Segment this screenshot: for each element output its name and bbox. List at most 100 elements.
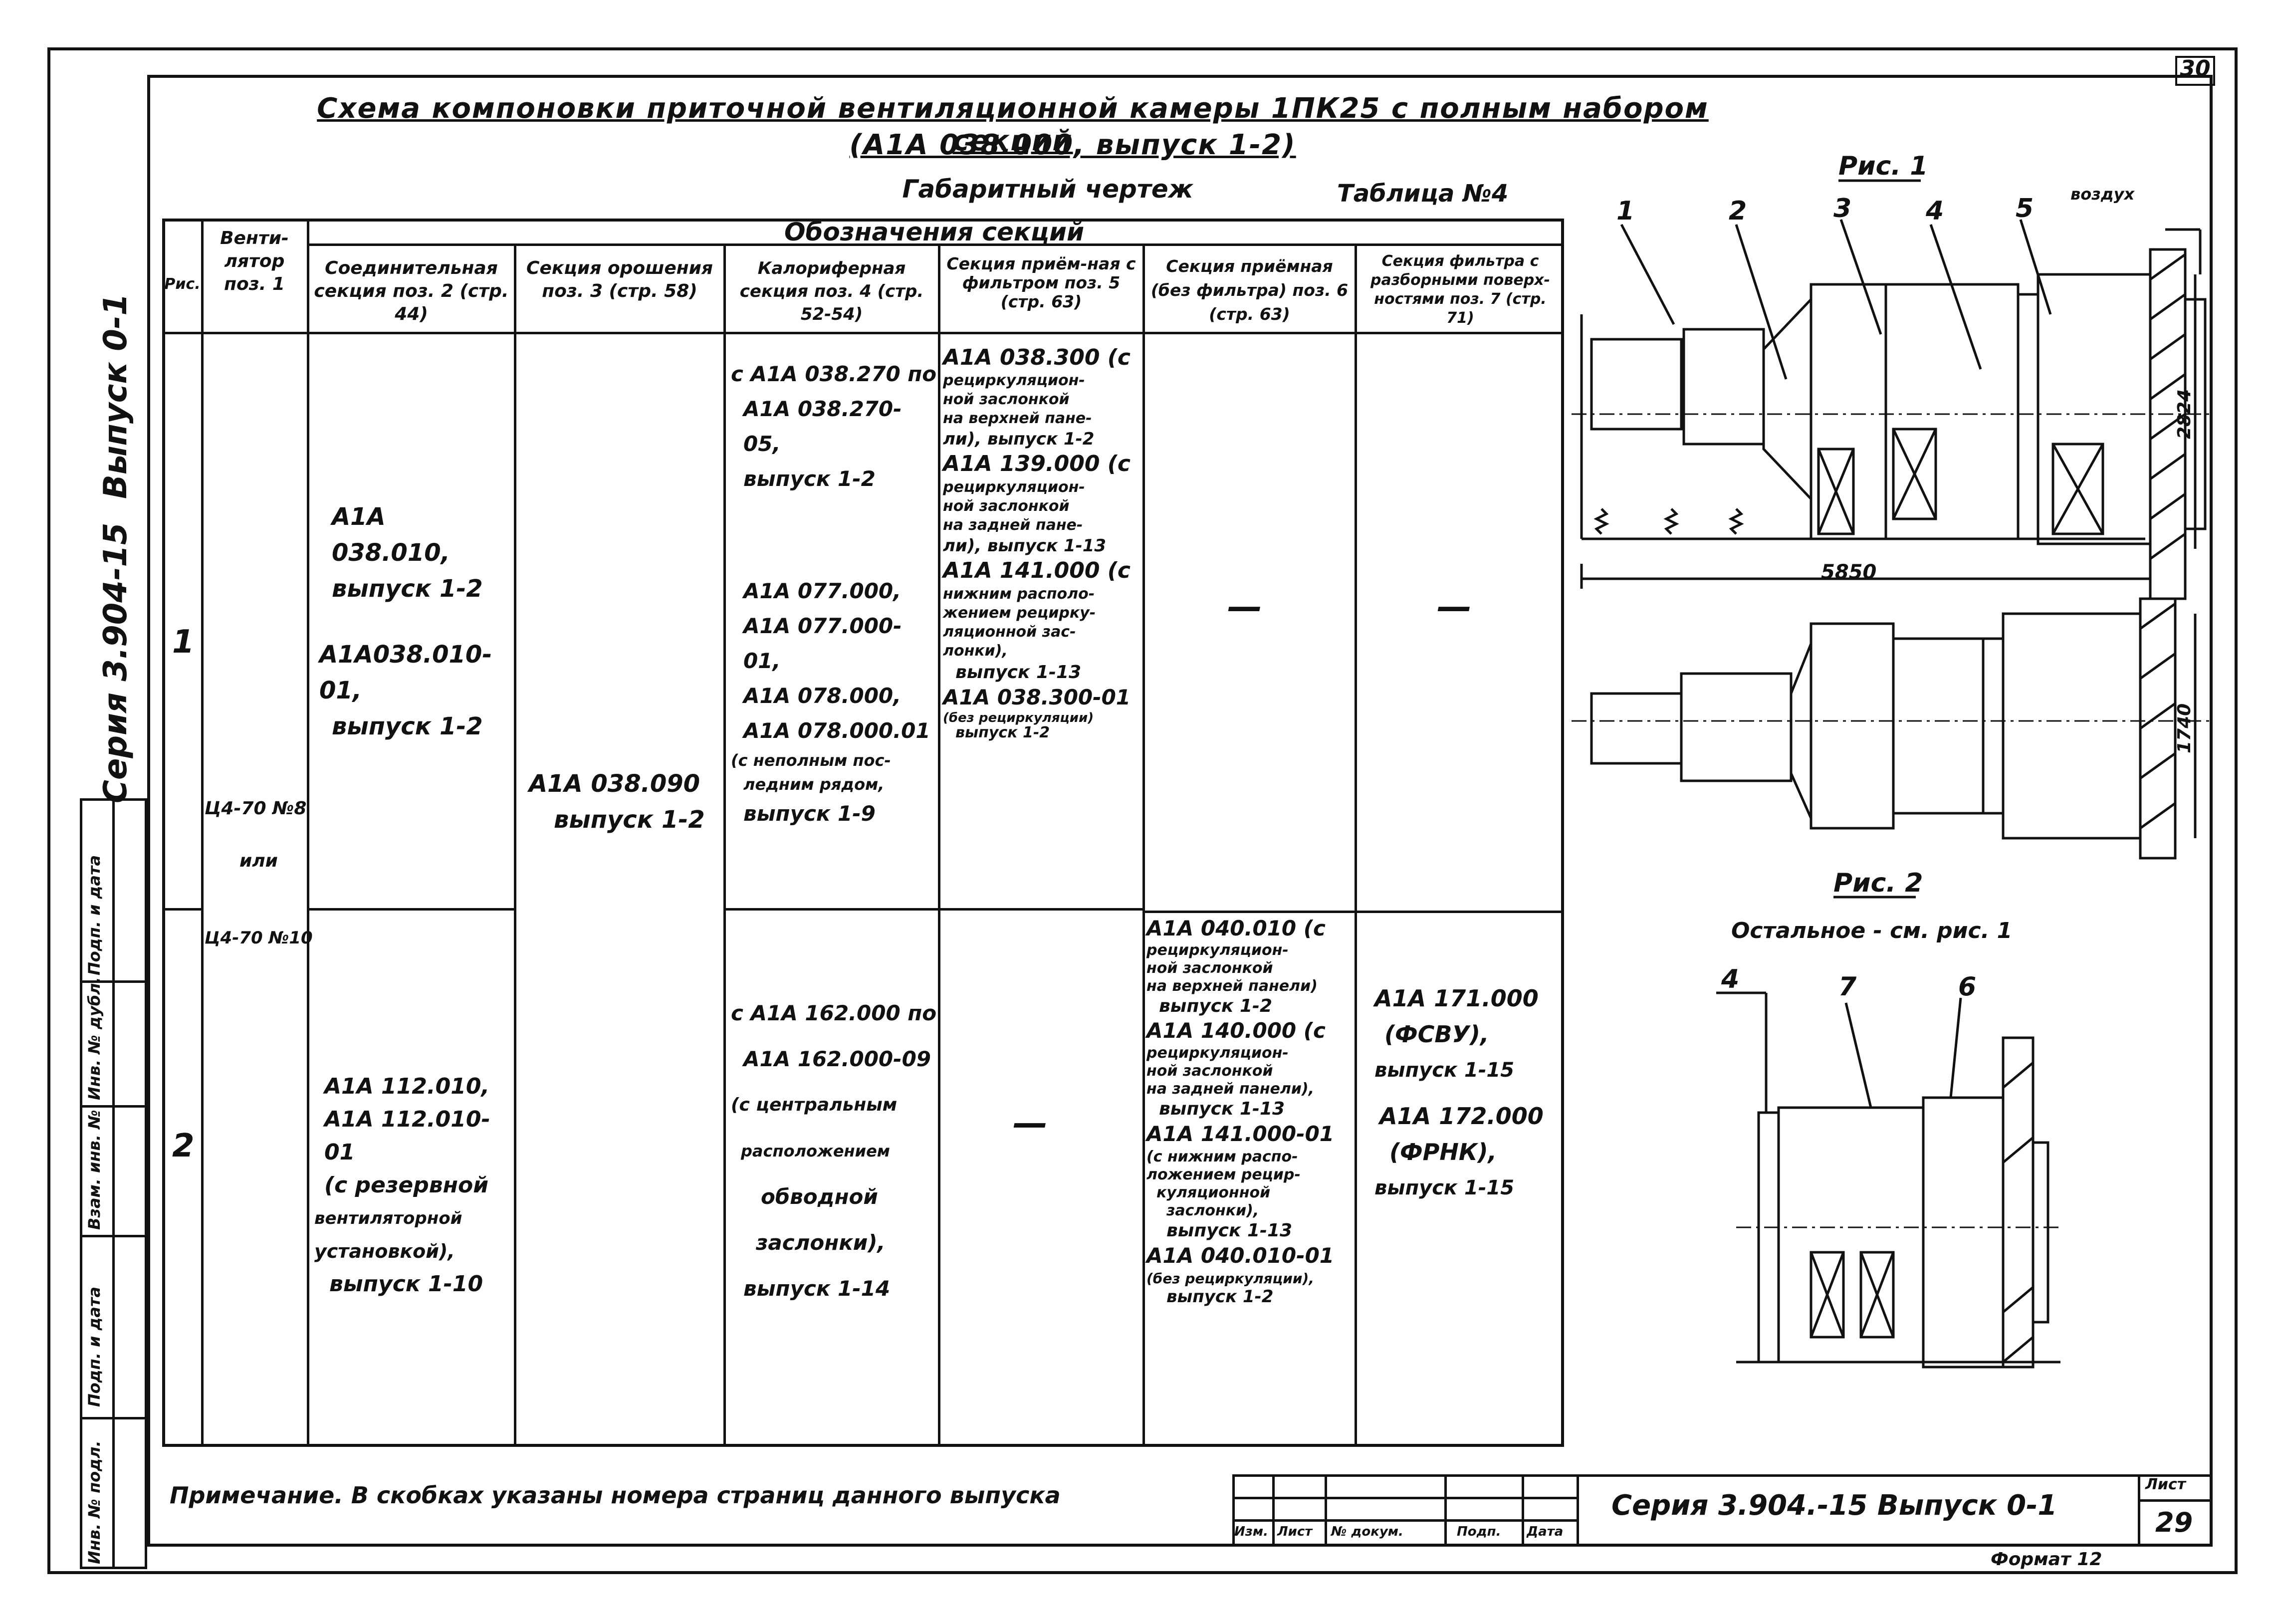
col-line xyxy=(514,243,516,1447)
fan-model-2: Ц4-70 №10 xyxy=(205,928,313,948)
fig2-section-6 xyxy=(1922,1096,2005,1369)
header-ris: Рис. xyxy=(164,275,201,293)
row2-c6-line: куляционной xyxy=(1156,1184,1271,1201)
row-line xyxy=(1142,911,1564,913)
row2-c6-line: рециркуляцион- xyxy=(1146,1044,1289,1062)
row2-c5: — xyxy=(1013,1103,1048,1144)
row1-c5-line: на верхней пане- xyxy=(943,410,1092,427)
row1-c5-line: выпуск 1-2 xyxy=(955,724,1050,741)
row1-c5-line: рециркуляцион- xyxy=(943,478,1085,496)
col-line xyxy=(1142,243,1145,1447)
stamp-col-izm: Изм. xyxy=(1234,1524,1268,1539)
fig2-label-7: 7 xyxy=(1838,972,1857,1002)
row2-ris: 2 xyxy=(172,1128,195,1164)
fan-body-rect xyxy=(1590,338,1683,431)
row2-c7-line: (ФСВУ), xyxy=(1384,1021,1489,1048)
row1-c2-line: А1А 038.010, xyxy=(332,503,450,567)
row1-c4-line: А1А 077.000, xyxy=(743,579,902,603)
row2-c2: А1А 112.010, А1А 112.010-01 (с резервной… xyxy=(314,1070,511,1301)
row2-c4-line: (с центральным xyxy=(731,1095,898,1115)
row2-c6-line: на задней панели), xyxy=(1146,1080,1315,1098)
row2-c6-line: заслонки), xyxy=(1166,1202,1259,1219)
fig2-wall xyxy=(2002,1036,2035,1369)
row1-c2-line xyxy=(319,607,511,637)
stamp-label-replace: Взам. инв. № xyxy=(85,1110,104,1230)
stamp-divider xyxy=(80,980,147,983)
fig1-drawing: Рис. 1 1 2 3 4 5 воздух 5850 2824 1740 xyxy=(1572,151,2210,860)
fig2-grille xyxy=(1810,1251,1845,1339)
fig1-label-2: 2 xyxy=(1729,196,1747,226)
row1-c5: А1А 038.300 (с рециркуляцион- ной заслон… xyxy=(943,344,1142,740)
row2-c2-line: вентиляторной xyxy=(314,1208,462,1228)
col-line xyxy=(723,243,726,1447)
row2-c6-line: (с нижним распо- xyxy=(1146,1148,1298,1165)
row1-c5-line: (без рециркуляции) xyxy=(943,710,1094,725)
row1-c4-line: ледним рядом, xyxy=(743,775,885,794)
stamp-col xyxy=(1325,1474,1327,1547)
row1-c5-line: нижним располо- xyxy=(943,585,1095,603)
row1-c5-line: ли), выпуск 1-2 xyxy=(943,429,1095,449)
fig1-air-label: воздух xyxy=(2070,185,2135,204)
col-line xyxy=(307,219,309,1447)
stamp-divider xyxy=(80,1417,147,1419)
row1-c5-line: А1А 038.300 (с xyxy=(943,345,1131,370)
spring xyxy=(1663,508,1679,535)
plan-fan xyxy=(1680,672,1793,782)
row2-c7-line: выпуск 1-15 xyxy=(1374,1059,1515,1082)
sheet-number-top-box xyxy=(2175,56,2215,86)
row2-c6-line: А1А 040.010-01 xyxy=(1146,1243,1335,1268)
table-number: Таблица №4 xyxy=(1337,180,1509,208)
row2-c6-line: ной заслонкой xyxy=(1146,1062,1273,1080)
row1-c5-line: лонки), xyxy=(943,642,1008,660)
row2-c7-line: А1А 172.000 xyxy=(1379,1103,1544,1130)
row1-c5-line: ли), выпуск 1-13 xyxy=(943,536,1107,556)
row-line xyxy=(307,908,514,911)
fig1-title: Рис. 1 xyxy=(1838,151,1928,181)
fig2-label-6: 6 xyxy=(1958,972,1976,1002)
fig1-dim-length: 5850 xyxy=(1821,561,1876,584)
grille xyxy=(1892,428,1937,520)
fig2-drawing: Рис. 2 Остальное - см. рис. 1 4 7 6 xyxy=(1716,868,2060,1369)
stamp-col xyxy=(1577,1474,1579,1547)
row2-c6-line: ложением рецир- xyxy=(1146,1166,1301,1183)
fig1-label-4: 4 xyxy=(1925,196,1944,226)
stamp-divider xyxy=(112,798,115,1569)
row-line xyxy=(723,908,1142,911)
row1-c5-line: А1А 139.000 (с xyxy=(943,451,1131,476)
row2-c6-line: выпуск 1-13 xyxy=(1166,1220,1293,1241)
c3-line: А1А 038.090 xyxy=(529,770,700,798)
row1-c7: — xyxy=(1437,586,1472,627)
stamp-label-sign2: Подп. и дата xyxy=(85,855,104,975)
grille xyxy=(2051,443,2104,535)
fig2-note: Остальное - см. рис. 1 xyxy=(1731,918,2012,943)
stamp-row xyxy=(2138,1499,2213,1502)
stamp-format: Формат 12 xyxy=(1991,1549,2102,1570)
inner-frame xyxy=(147,75,2213,1547)
stamp-col xyxy=(2138,1474,2140,1547)
sheet-number-top: 30 xyxy=(2180,56,2211,81)
row2-c4-line: выпуск 1-14 xyxy=(743,1276,891,1301)
row1-c4-line: (с неполным пос- xyxy=(731,751,891,770)
row2-c2-line: установкой), xyxy=(314,1240,455,1262)
spring xyxy=(1593,508,1609,535)
row1-c4-line: выпуск 1-2 xyxy=(743,466,876,491)
row-line xyxy=(307,243,1564,246)
fig2-section-4 xyxy=(1757,1111,1780,1364)
fig1-dim-width: 1740 xyxy=(2174,703,2195,753)
row2-c7-line: (ФРНК), xyxy=(1389,1139,1497,1165)
stamp-sheet-no: 29 xyxy=(2155,1507,2193,1538)
row1-c5-line: выпуск 1-13 xyxy=(955,662,1082,683)
stamp-sheet-label: Лист xyxy=(2145,1476,2186,1493)
row1-c2-line: выпуск 1-2 xyxy=(332,575,483,603)
stamp-col xyxy=(1444,1474,1447,1547)
row2-c7-line: А1А 171.000 xyxy=(1374,985,1539,1012)
header-c5: Секция приём-ная с фильтром поз. 5 (стр.… xyxy=(946,254,1136,311)
outer-frame xyxy=(47,47,2238,1574)
col-line xyxy=(938,243,940,1447)
group-header: Обозначения секций xyxy=(784,218,1085,246)
row1-c4-line: А1А 038.270-05, xyxy=(743,397,902,456)
c3-line: выпуск 1-2 xyxy=(554,806,705,834)
col-line xyxy=(1355,243,1357,1447)
row-line xyxy=(162,332,1564,334)
row1-c4-line: с А1А 038.270 по xyxy=(731,362,937,386)
